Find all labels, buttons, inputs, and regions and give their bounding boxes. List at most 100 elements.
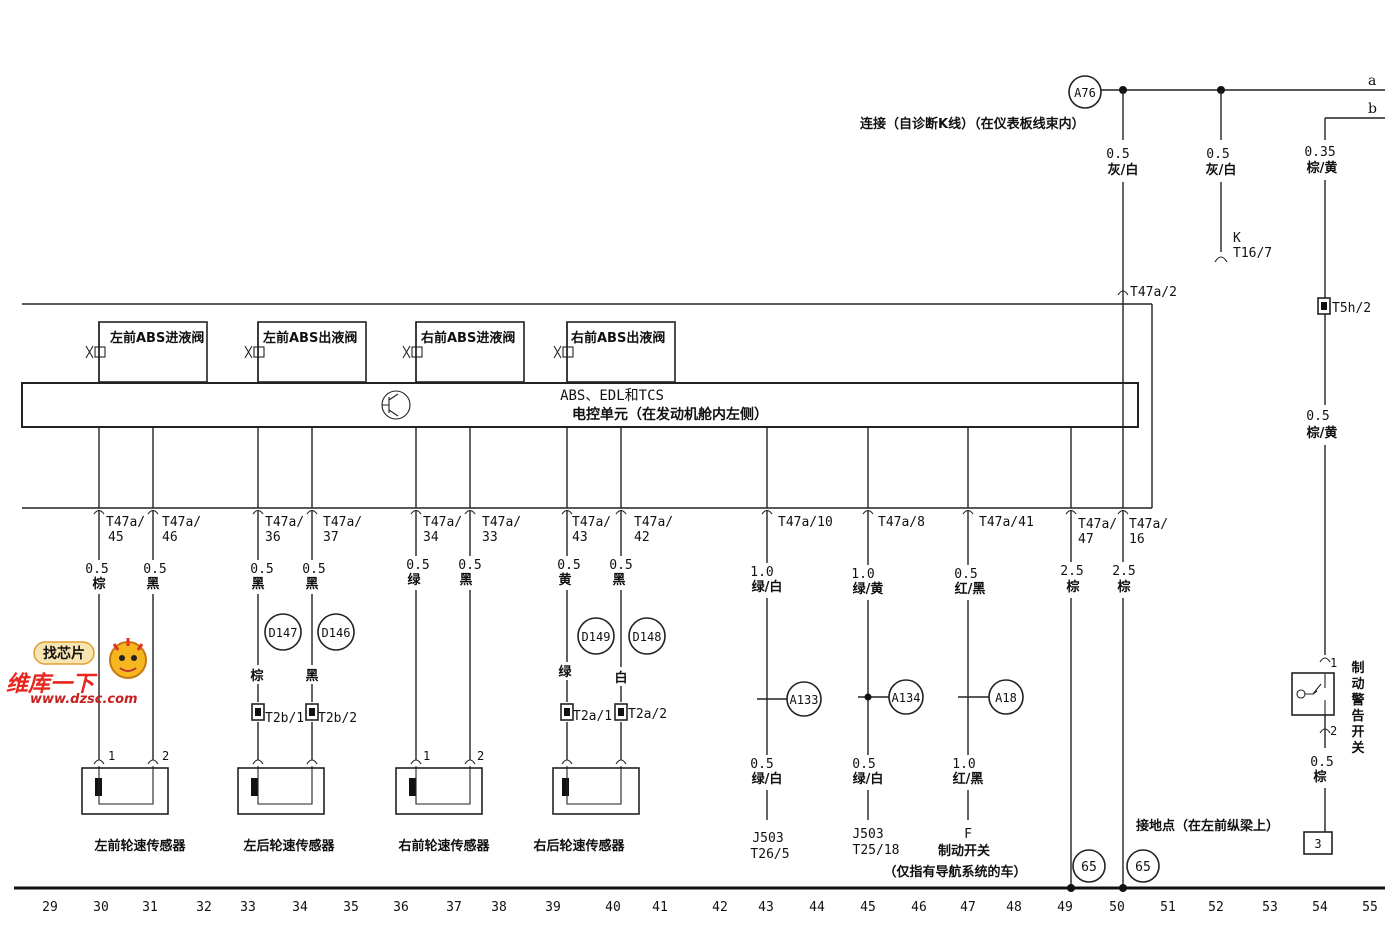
plug-icon [614,703,628,721]
column-number: 36 [393,900,409,915]
svg-text:T47a/: T47a/ [634,515,673,530]
pin-column: T47a/ 36 0.5 黑 [250,509,304,592]
column-number: 46 [911,900,927,915]
wire-size: 0.5 [1206,147,1229,162]
svg-text:T47a/: T47a/ [482,515,521,530]
valve-box [415,321,525,383]
svg-text:1.0: 1.0 [851,567,874,582]
k-wires: 0.5 灰/白 T47a/2 0.5 灰/白 K T16/7 0.35 棕/黄 … [1106,90,1371,655]
svg-text:D149: D149 [582,630,611,644]
wire-color: 灰/白 [1108,162,1139,178]
column-number: 47 [960,900,976,915]
valve-box [566,321,676,383]
connector-a134 [888,679,924,715]
svg-text:T47a/: T47a/ [1078,517,1117,532]
switch-label: 告 [1351,708,1364,724]
pin-t5h-2: T5h/2 [1332,301,1371,316]
pin-column: T47a/ 16 2.5 棕 [1112,509,1168,595]
column-number: 51 [1160,900,1176,915]
column-number: 35 [343,900,359,915]
switch-label: 动 [1351,677,1364,692]
svg-text:T2b/1: T2b/1 [265,711,304,726]
plug-icon [251,703,265,721]
svg-text:0.5: 0.5 [143,562,166,577]
ground-ref [1126,849,1160,883]
valve-label: 左前ABS出液阀 [263,330,357,346]
nav-note: （仅指有导航系统的车） [883,864,1026,880]
watermark-url: www.dzsc.com [30,692,138,707]
solenoid-icon [402,345,423,359]
column-number: 48 [1006,900,1022,915]
column-number: 42 [712,900,728,915]
valve-box [257,321,367,383]
column-number: 49 [1057,900,1073,915]
svg-text:1.0: 1.0 [952,757,975,772]
pin-column: T47a/ 45 0.5 棕 [85,509,145,592]
svg-text:1: 1 [423,749,430,763]
watermark: 找芯片 维库一下 www.dzsc.com [0,630,170,710]
svg-text:棕: 棕 [1312,769,1326,785]
column-number: 31 [142,900,158,915]
pin-t47a-2: T47a/2 [1130,285,1177,300]
svg-text:黑: 黑 [459,573,472,588]
svg-text:33: 33 [482,530,498,545]
svg-text:黑: 黑 [146,577,159,592]
ecu-outline [22,303,1153,509]
svg-text:0.5: 0.5 [406,558,429,573]
column-number: 43 [758,900,774,915]
svg-text:棕: 棕 [1065,579,1079,595]
svg-text:T47a/: T47a/ [572,515,611,530]
svg-text:黑: 黑 [305,577,318,592]
column-number: 50 [1109,900,1125,915]
svg-text:棕: 棕 [1116,579,1130,595]
column-number: 33 [240,900,256,915]
svg-text:47: 47 [1078,532,1094,547]
svg-text:36: 36 [265,530,281,545]
pin-column: T47a/ 47 2.5 棕 [1060,509,1117,595]
lower-wires [98,510,1124,888]
svg-text:0.5: 0.5 [250,562,273,577]
wire-color: 棕/黄 [1306,425,1338,441]
connector-d149 [577,617,615,655]
d-connectors: D147 D146 D149 D148 棕 黑 绿 白 [249,613,666,686]
pin-column: T47a/8 1.0 绿/黄 [851,509,925,597]
column-number: 29 [42,900,58,915]
svg-text:A18: A18 [995,691,1017,705]
svg-text:0.5: 0.5 [458,558,481,573]
svg-text:2: 2 [477,749,484,763]
column-number: 53 [1262,900,1278,915]
column-number: 52 [1208,900,1224,915]
wire-size: 0.35 [1304,145,1335,160]
watermark-badge: 找芯片 [43,645,85,662]
svg-text:D146: D146 [322,626,351,640]
svg-text:T2b/2: T2b/2 [318,711,357,726]
svg-text:T47a/: T47a/ [265,515,304,530]
svg-text:0.5: 0.5 [750,757,773,772]
column-number: 55 [1362,900,1378,915]
svg-text:T47a/8: T47a/8 [878,515,925,530]
sensor-label: 右后轮速传感器 [532,838,625,854]
ecu-title: ABS、EDL和TCS [560,388,664,404]
solenoid-icon [553,345,574,359]
svg-text:绿/白: 绿/白 [752,579,783,595]
svg-text:T2a/1: T2a/1 [573,709,612,724]
svg-text:T47a/: T47a/ [423,515,462,530]
speed-sensor: 1 2 [395,749,484,815]
connector-d146 [317,613,355,651]
svg-text:T47a/: T47a/ [323,515,362,530]
svg-text:65: 65 [1135,860,1151,875]
svg-text:0.5: 0.5 [954,567,977,582]
bus-a-label: a [1368,73,1376,89]
svg-text:65: 65 [1081,860,1097,875]
brake-warning-switch: 1 2 0.5 棕 制 动 警 告 开 关 接地点（在左前纵梁上） 3 [1136,656,1365,855]
speed-sensors: 1 2 1 2 左前轮速传感器 左后轮速传感器 右前轮速传感 [81,749,640,854]
pin-column: T47a/10 1.0 绿/白 [750,509,833,595]
column-number: 40 [605,900,621,915]
svg-text:D148: D148 [633,630,662,644]
svg-text:红/黑: 红/黑 [953,771,984,787]
pin-column: T47a/ 33 0.5 黑 [458,509,521,588]
bus-b-label: b [1368,101,1377,117]
svg-text:1.0: 1.0 [750,565,773,580]
svg-text:A134: A134 [892,691,921,705]
